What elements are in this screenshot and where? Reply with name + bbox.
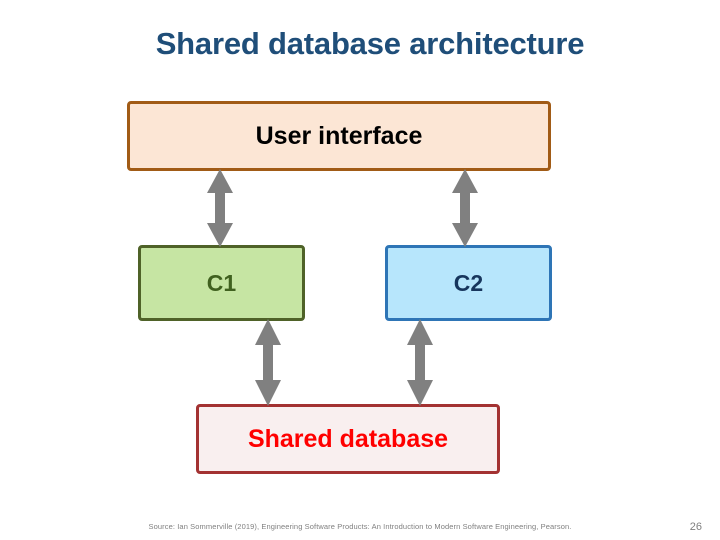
- node-c1[interactable]: C1: [138, 245, 305, 321]
- node-shared-database-label: Shared database: [247, 424, 449, 453]
- node-shared-database[interactable]: Shared database: [196, 404, 500, 474]
- connector-ui-to-c1-double-arrow-icon: [205, 169, 235, 247]
- connector-c1-to-database-double-arrow-icon: [253, 319, 283, 406]
- connector-ui-to-c2-double-arrow-icon: [450, 169, 480, 247]
- node-c1-label: C1: [206, 269, 237, 296]
- node-c2-label: C2: [453, 269, 484, 296]
- node-c2[interactable]: C2: [385, 245, 552, 321]
- page-number: 26: [689, 521, 702, 533]
- node-user-interface[interactable]: User interface: [127, 101, 551, 171]
- node-user-interface-label: User interface: [255, 121, 423, 150]
- connector-c2-to-database-double-arrow-icon: [405, 319, 435, 406]
- page-title: Shared database architecture: [155, 26, 585, 61]
- source-citation: Source: Ian Sommerville (2019), Engineer…: [148, 522, 572, 531]
